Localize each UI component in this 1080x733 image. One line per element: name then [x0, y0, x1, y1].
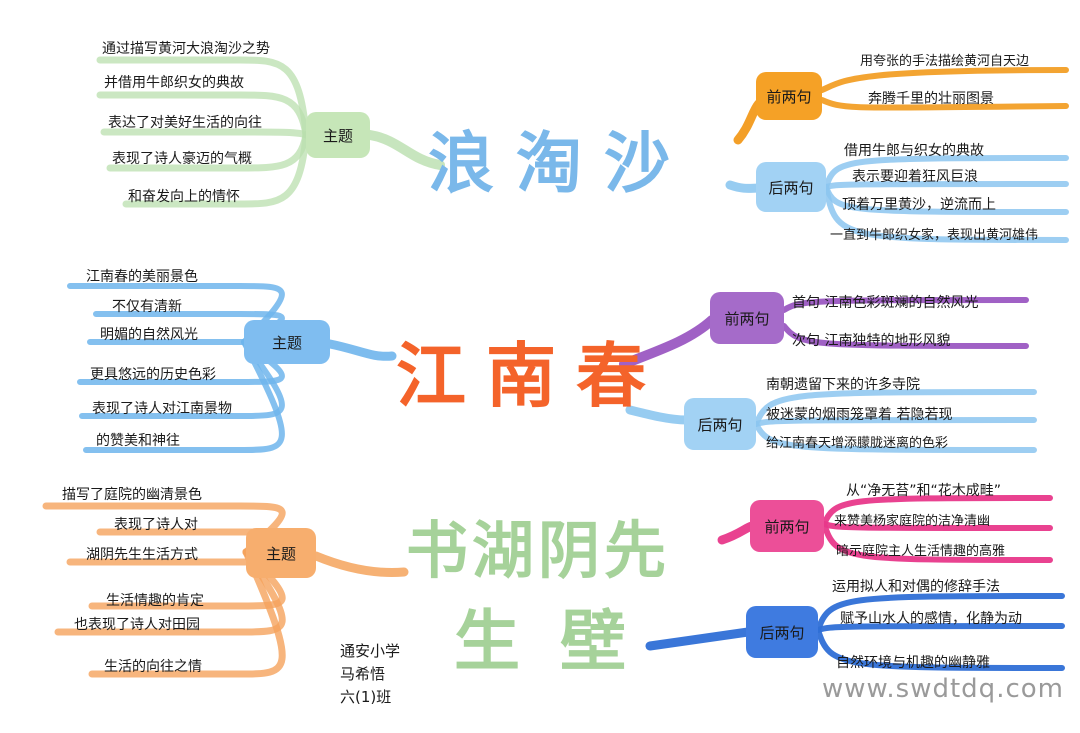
langtaosha-back-line-1: 借用牛郎与织女的典故	[844, 143, 984, 159]
branch-shuhuyin-back-1	[815, 593, 1065, 633]
jiangnanchun-theme-line-5: 表现了诗人对江南景物	[92, 401, 232, 417]
langtaosha-front-line-2: 奔腾千里的壮丽图景	[868, 91, 994, 107]
branch-shuhuyin-front-3	[821, 521, 1053, 563]
shuhuyin-theme-line-1: 描写了庭院的幽清景色	[62, 487, 202, 503]
poem-title-shuhuyin-line1: 书湖阴先	[406, 514, 671, 587]
branch-jiangnanchun-back-3	[753, 421, 1037, 453]
branch-jiangnanchun-front-2	[781, 323, 1029, 349]
shuhuyin-theme-line-4: 生活情趣的肯定	[106, 593, 204, 609]
poem-title-jiangnanchun: 江南春	[396, 335, 666, 417]
branch-jiangnanchun-theme-6	[83, 339, 285, 453]
jiangnanchun-front-line-1: 首句 江南色彩斑斓的自然风光	[792, 295, 979, 311]
branch-langtaosha-theme-to-title	[365, 130, 445, 170]
back-hub-langtaosha: 后两句	[756, 162, 826, 212]
branch-jiangnanchun-theme-to-title	[325, 339, 397, 361]
branch-shuhuyin-back-3	[815, 627, 1065, 671]
jiangnanchun-theme-line-2: 不仅有清新	[112, 299, 182, 315]
branch-shuhuyin-theme-6	[88, 548, 286, 678]
shuhuyin-theme-line-3: 湖阴先生生活方式	[86, 547, 198, 563]
shuhuyin-back-line-3: 自然环境与机趣的幽静雅	[836, 655, 990, 671]
front-hub-jiangnanchun: 前两句	[710, 292, 784, 344]
jiangnanchun-back-line-1: 南朝遗留下来的许多寺院	[766, 377, 920, 393]
langtaosha-theme-line-2: 并借用牛郎织女的典故	[104, 75, 244, 91]
branch-shuhuyin-front-1	[821, 495, 1053, 527]
branch-shuhuyin-back-2	[815, 623, 1065, 633]
shuhuyin-front-line-2: 来赞美杨家庭院的洁净清幽	[834, 514, 991, 529]
branch-langtaosha-theme-3	[100, 128, 310, 139]
langtaosha-back-line-3: 顶着万里黄沙，逆流而上	[842, 197, 996, 213]
branch-jiangnanchun-back-2	[753, 417, 1037, 427]
langtaosha-front-line-1: 用夸张的手法描绘黄河自天边	[860, 54, 1030, 69]
langtaosha-theme-line-3: 表达了对美好生活的向往	[108, 115, 262, 131]
branch-shuhuyin-front-to-title	[717, 521, 757, 545]
poem-title-shuhuyin-line2: 生壁	[454, 603, 666, 680]
jiangnanchun-back-line-3: 给江南春天增添朦胧迷离的色彩	[766, 436, 949, 451]
branch-shuhuyin-theme-to-title	[311, 551, 409, 577]
shuhuyin-back-line-2: 赋予山水人的感情，化静为动	[840, 611, 1022, 627]
langtaosha-theme-line-4: 表现了诗人豪迈的气概	[112, 151, 252, 167]
branch-shuhuyin-front-2	[821, 521, 1053, 531]
branch-jiangnanchun-front-1	[781, 297, 1029, 313]
branch-langtaosha-back-1	[823, 155, 1069, 190]
back-hub-shuhuyin: 后两句	[746, 606, 818, 658]
front-hub-langtaosha: 前两句	[756, 72, 822, 120]
shuhuyin-theme-line-6: 生活的向往之情	[104, 659, 202, 675]
langtaosha-back-line-2: 表示要迎着狂风巨浪	[852, 169, 978, 185]
front-hub-shuhuyin: 前两句	[750, 500, 824, 552]
langtaosha-theme-line-1: 通过描写黄河大浪淘沙之势	[102, 41, 270, 57]
signature: 通安小学 马希悟 六(1)班	[340, 640, 400, 709]
langtaosha-theme-line-5: 和奋发向上的情怀	[128, 189, 240, 205]
branch-jiangnanchun-back-1	[753, 389, 1037, 427]
back-hub-jiangnanchun: 后两句	[684, 398, 756, 450]
branch-shuhuyin-theme-5	[54, 548, 286, 636]
jiangnanchun-theme-line-1: 江南春的美丽景色	[86, 269, 198, 285]
shuhuyin-back-line-1: 运用拟人和对偶的修辞手法	[832, 579, 1000, 595]
shuhuyin-front-line-3: 暗示庭院主人生活情趣的高雅	[836, 544, 1006, 559]
branch-langtaosha-theme-1	[96, 56, 310, 139]
jiangnanchun-back-line-2: 被迷蒙的烟雨笼罩着 若隐若现	[766, 407, 953, 423]
branch-langtaosha-theme-2	[96, 91, 310, 139]
shuhuyin-front-line-1: 从“净无苔”和“花木成畦”	[846, 483, 1002, 499]
theme-hub-langtaosha: 主题	[306, 112, 370, 158]
theme-hub-jiangnanchun: 主题	[244, 320, 330, 364]
signature-class: 六(1)班	[340, 688, 392, 706]
branch-langtaosha-front-2	[819, 97, 1069, 111]
branch-jiangnanchun-front-to-title	[619, 315, 717, 369]
jiangnanchun-theme-line-3: 明媚的自然风光	[100, 327, 198, 343]
langtaosha-back-line-4: 一直到牛郎织女家，表现出黄河雄伟	[830, 228, 1039, 243]
poem-title-langtaosha: 浪淘沙	[428, 125, 692, 202]
shuhuyin-theme-line-2: 表现了诗人对	[114, 517, 198, 533]
branch-jiangnanchun-back-to-title	[625, 405, 691, 425]
theme-hub-shuhuyin: 主题	[246, 528, 316, 578]
branch-langtaosha-back-4	[823, 184, 1069, 243]
jiangnanchun-theme-line-6: 的赞美和神往	[96, 433, 180, 449]
jiangnanchun-theme-line-4: 更具悠远的历史色彩	[90, 367, 216, 383]
branch-jiangnanchun-theme-5	[79, 339, 285, 419]
branch-langtaosha-front-1	[819, 67, 1069, 93]
signature-name: 马希悟	[340, 665, 386, 683]
signature-school: 通安小学	[340, 642, 401, 660]
branch-langtaosha-back-2	[823, 181, 1069, 190]
shuhuyin-theme-line-5: 也表现了诗人对田园	[74, 617, 200, 633]
watermark: www.swdtdq.com	[822, 674, 1064, 704]
branch-langtaosha-theme-5	[122, 131, 310, 208]
jiangnanchun-front-line-2: 次句 江南独特的地形风貌	[792, 333, 951, 349]
branch-shuhuyin-back-to-title	[645, 627, 753, 651]
